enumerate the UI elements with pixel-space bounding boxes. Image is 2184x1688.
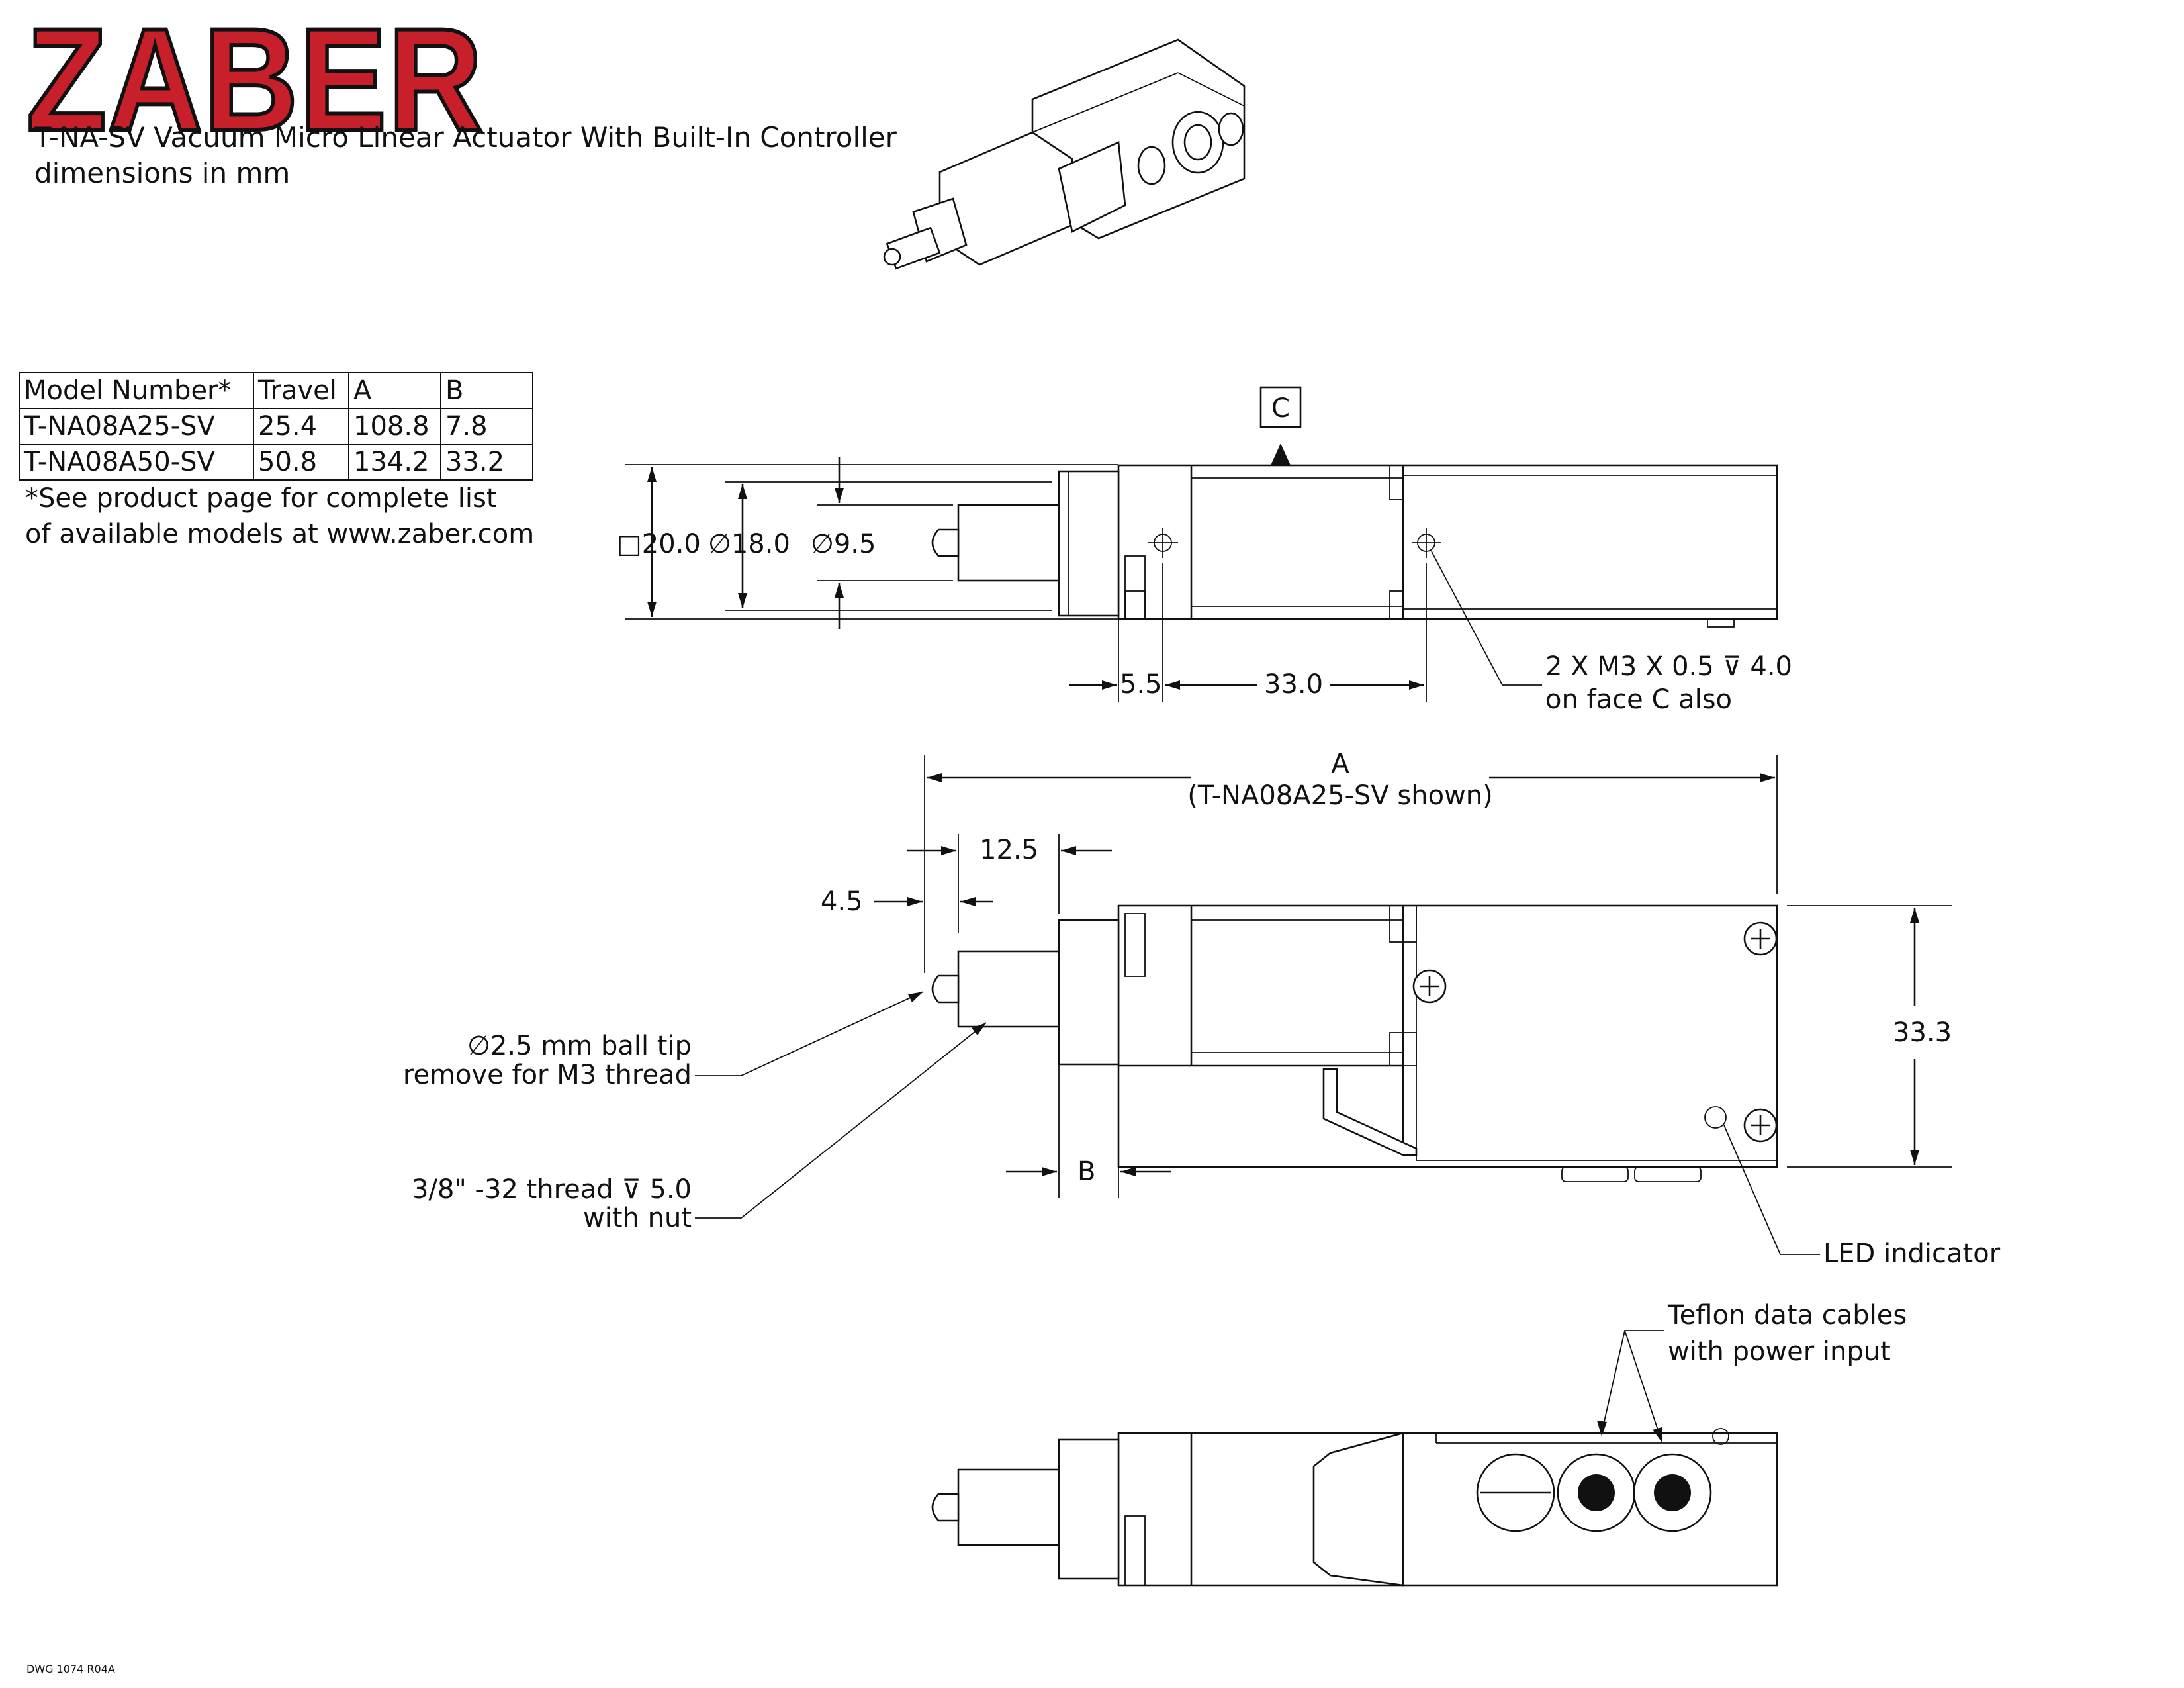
table-note-line2: of available models at www.zaber.com: [25, 519, 535, 549]
drawing-title: T-NA-SV Vacuum Micro Linear Actuator Wit…: [34, 121, 897, 154]
units-note: dimensions in mm: [34, 157, 291, 189]
dim-a: A: [1331, 749, 1349, 779]
header-b: B: [440, 372, 533, 409]
table-header-row: Model Number* Travel A B: [19, 372, 533, 409]
dim-12-5: 12.5: [979, 835, 1039, 865]
isometric-view: [883, 38, 1246, 270]
ball-tip-line1: ∅2.5 mm ball tip: [467, 1031, 692, 1061]
dim-diameter-9-5: ∅9.5: [811, 529, 876, 559]
header-model: Model Number*: [19, 372, 254, 409]
table-cell: T-NA08A50-SV: [19, 444, 254, 481]
dim-33-0: 33.0: [1264, 669, 1324, 700]
table-cell: T-NA08A25-SV: [19, 408, 254, 445]
face-c-label: C: [1271, 393, 1290, 424]
table-cell: 108.8: [348, 408, 441, 445]
bottom-view: [931, 1330, 1778, 1587]
ball-tip-line2: remove for M3 thread: [402, 1060, 692, 1090]
thread-line1: 3/8" -32 thread ⊽ 5.0: [412, 1174, 692, 1205]
table-cell: 7.8: [440, 408, 533, 445]
zaber-logo: ZABER: [24, 0, 484, 161]
dim-square-20: □20.0: [617, 529, 701, 559]
table-row: T-NA08A50-SV 50.8 134.2 33.2: [19, 444, 533, 481]
thread-line2: with nut: [583, 1203, 692, 1233]
table-note-line1: *See product page for complete list: [25, 483, 497, 514]
side-view: [695, 755, 1952, 1255]
table-cell: 50.8: [253, 444, 349, 481]
dim-33-3: 33.3: [1893, 1017, 1952, 1048]
table-cell: 33.2: [440, 444, 533, 481]
top-view: [625, 386, 1778, 702]
table-cell: 25.4: [253, 408, 349, 445]
model-table: Model Number* Travel A B T-NA08A25-SV 25…: [19, 372, 533, 481]
dim-b: B: [1077, 1156, 1096, 1187]
drawing-number: DWG 1074 R04A: [26, 1663, 115, 1675]
dim-4-5: 4.5: [821, 886, 863, 917]
table-row: T-NA08A25-SV 25.4 108.8 7.8: [19, 408, 533, 445]
header-a: A: [348, 372, 441, 409]
dim-diameter-18: ∅18.0: [708, 529, 790, 559]
cables-label-line2: with power input: [1668, 1336, 1891, 1367]
dim-5-5: 5.5: [1120, 669, 1162, 700]
hole-note-line2: on face C also: [1545, 684, 1733, 715]
led-indicator-label: LED indicator: [1823, 1239, 2001, 1269]
table-cell: 134.2: [348, 444, 441, 481]
dim-a-note: (T-NA08A25-SV shown): [1187, 780, 1493, 811]
cables-label-line1: Teflon data cables: [1668, 1300, 1907, 1331]
header-travel: Travel: [253, 372, 349, 409]
hole-note-line1: 2 X M3 X 0.5 ⊽ 4.0: [1545, 651, 1793, 682]
